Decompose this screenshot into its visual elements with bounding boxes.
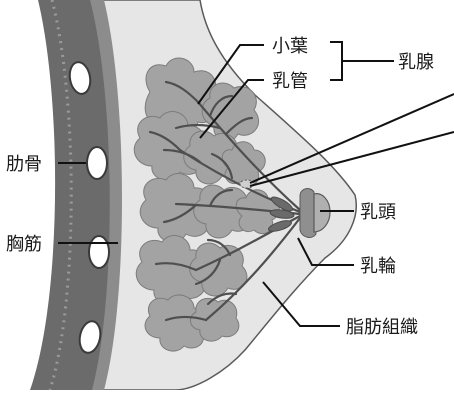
- label-nipple: 乳頭: [360, 202, 396, 223]
- label-areola: 乳輪: [360, 256, 396, 277]
- label-rib: 肋骨: [6, 154, 42, 175]
- rib-2: [87, 147, 107, 179]
- label-duct: 乳管: [272, 71, 308, 92]
- bracket-gland: [330, 42, 342, 80]
- label-gland: 乳腺: [398, 52, 434, 73]
- rib-3: [89, 236, 109, 268]
- label-muscle: 胸筋: [6, 234, 42, 255]
- label-lobule: 小葉: [272, 36, 308, 57]
- label-fat: 脂肪組織: [346, 317, 418, 338]
